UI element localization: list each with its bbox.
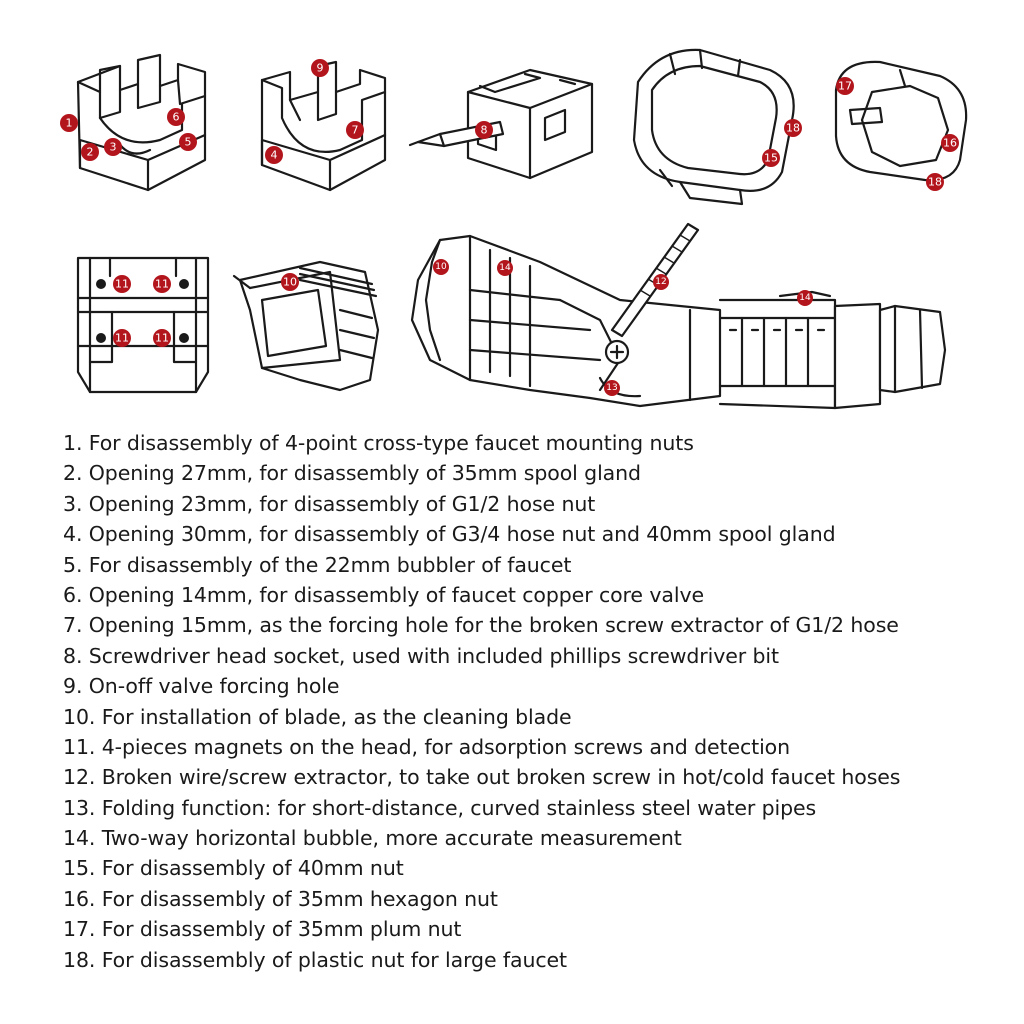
tool-diagram: 1 2 3 6 5 9 7 4 8 18 15 <box>60 48 968 410</box>
svg-text:10: 10 <box>435 262 447 272</box>
svg-text:6: 6 <box>173 111 180 124</box>
label-badge-6: 6 <box>167 108 185 126</box>
legend-item-4: 4. Opening 30mm, for disassembly of G3/4… <box>63 522 836 547</box>
legend-item-3: 3. Opening 23mm, for disassembly of G1/2… <box>63 491 596 516</box>
svg-text:18: 18 <box>928 176 942 189</box>
label-badge-17: 17 <box>836 77 854 95</box>
label-badge-10-b: 10 <box>433 259 449 275</box>
legend-item-11: 11. 4-pieces magnets on the head, for ad… <box>63 734 790 759</box>
svg-text:16: 16 <box>943 137 957 150</box>
svg-text:1: 1 <box>66 117 73 130</box>
label-badge-18-b: 18 <box>926 173 944 191</box>
label-badge-15: 15 <box>762 149 780 167</box>
label-badge-11-b: 11 <box>153 275 171 293</box>
legend-item-10: 10. For installation of blade, as the cl… <box>63 704 572 729</box>
svg-text:11: 11 <box>155 332 169 345</box>
legend-item-15: 15. For disassembly of 40mm nut <box>63 856 404 881</box>
magnet-head <box>76 256 210 394</box>
legend-item-9: 9. On-off valve forcing hole <box>63 674 340 699</box>
legend-item-6: 6. Opening 14mm, for disassembly of fauc… <box>63 582 704 607</box>
square-socket-head <box>466 68 594 180</box>
svg-text:17: 17 <box>838 80 852 93</box>
legend-item-18: 18. For disassembly of plastic nut for l… <box>63 947 567 972</box>
legend-item-1: 1. For disassembly of 4-point cross-type… <box>63 431 694 455</box>
label-badge-1: 1 <box>60 114 78 132</box>
legend-item-2: 2. Opening 27mm, for disassembly of 35mm… <box>63 461 641 486</box>
label-badge-16: 16 <box>941 134 959 152</box>
ring-head-small <box>834 60 968 182</box>
label-badge-2: 2 <box>81 143 99 161</box>
label-badge-14-b: 14 <box>797 290 813 306</box>
svg-text:5: 5 <box>185 136 192 149</box>
label-badge-14-a: 14 <box>497 260 513 276</box>
legend-item-14: 14. Two-way horizontal bubble, more accu… <box>63 826 682 851</box>
label-badge-9: 9 <box>311 59 329 77</box>
svg-text:7: 7 <box>352 124 359 137</box>
legend-item-17: 17. For disassembly of 35mm plum nut <box>63 917 462 942</box>
svg-text:11: 11 <box>115 332 129 345</box>
label-badge-4: 4 <box>265 146 283 164</box>
label-badge-11-a: 11 <box>113 275 131 293</box>
feature-legend: 1. For disassembly of 4-point cross-type… <box>63 428 1013 975</box>
svg-text:8: 8 <box>481 124 488 137</box>
svg-text:4: 4 <box>271 149 278 162</box>
svg-text:14: 14 <box>499 263 511 273</box>
blade-head <box>232 260 380 392</box>
label-badge-7: 7 <box>346 121 364 139</box>
svg-text:10: 10 <box>283 276 297 289</box>
svg-text:18: 18 <box>786 122 800 135</box>
label-badge-11-c: 11 <box>113 329 131 347</box>
legend-item-5: 5. For disassembly of the 22mm bubbler o… <box>63 552 572 577</box>
svg-text:11: 11 <box>115 278 129 291</box>
svg-text:15: 15 <box>764 152 778 165</box>
svg-text:14: 14 <box>799 293 811 303</box>
svg-text:3: 3 <box>110 141 117 154</box>
svg-text:9: 9 <box>317 62 324 75</box>
svg-text:13: 13 <box>606 383 617 393</box>
legend-item-13: 13. Folding function: for short-distance… <box>63 795 817 820</box>
svg-text:2: 2 <box>87 146 94 159</box>
label-badge-12: 12 <box>653 274 669 290</box>
ring-head-large <box>632 48 795 206</box>
label-badge-11-d: 11 <box>153 329 171 347</box>
label-badge-3: 3 <box>104 138 122 156</box>
legend-item-7: 7. Opening 15mm, as the forcing hole for… <box>63 613 899 638</box>
label-badge-5: 5 <box>179 133 197 151</box>
main-tool-body <box>410 234 947 410</box>
legend-item-12: 12. Broken wire/screw extractor, to take… <box>63 765 901 790</box>
label-badge-13: 13 <box>604 380 620 396</box>
label-badge-18-a: 18 <box>784 119 802 137</box>
label-badge-8: 8 <box>475 121 493 139</box>
socket-head-1 <box>76 53 207 192</box>
socket-head-2 <box>260 60 387 192</box>
svg-text:12: 12 <box>655 277 666 287</box>
legend-item-8: 8. Screwdriver head socket, used with in… <box>63 643 779 668</box>
svg-text:11: 11 <box>155 278 169 291</box>
legend-item-16: 16. For disassembly of 35mm hexagon nut <box>63 886 498 911</box>
label-badge-10-a: 10 <box>281 273 299 291</box>
